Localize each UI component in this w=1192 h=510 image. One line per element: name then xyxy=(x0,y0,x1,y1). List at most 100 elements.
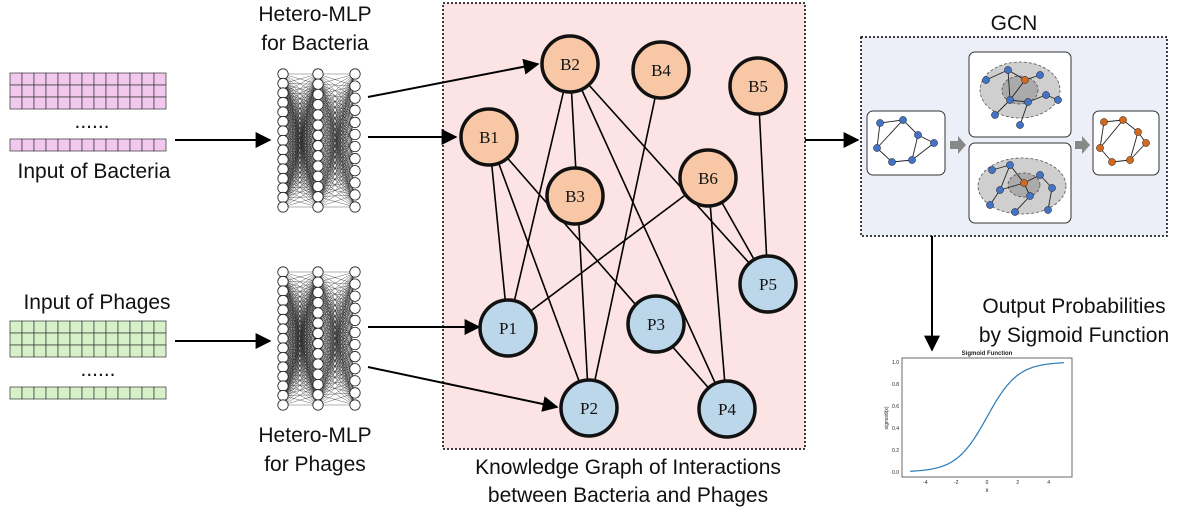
mlp-connection xyxy=(282,347,319,375)
mlp-neuron xyxy=(312,327,324,339)
mlp-neuron xyxy=(312,180,324,193)
mlp-connection xyxy=(317,394,356,406)
gcn-edge xyxy=(999,164,1011,191)
bacteria-input-cell xyxy=(93,84,107,98)
mlp-connection xyxy=(282,312,319,406)
mlp-connection xyxy=(317,86,356,177)
phages-input-cell xyxy=(93,344,107,358)
mlp-connection xyxy=(282,121,319,167)
mlp-connection xyxy=(282,357,319,406)
mlp-connection xyxy=(282,92,319,177)
mlp-connection xyxy=(317,73,356,116)
mlp-connection xyxy=(282,73,319,132)
mlp-neuron xyxy=(277,172,289,185)
phages-mlp-network xyxy=(277,266,361,411)
mlp-connection xyxy=(282,338,319,395)
mlp-connection xyxy=(282,357,319,395)
phages-input-cell xyxy=(69,320,83,334)
gcn-edge xyxy=(1009,79,1026,101)
bacteria-input-cell xyxy=(129,72,143,86)
gcn-node xyxy=(1026,192,1034,200)
sigmoid-plot-xlabel: x xyxy=(986,488,989,494)
mlp-connection xyxy=(317,356,356,375)
mlp-connection xyxy=(282,73,319,198)
phages-input-cell xyxy=(93,320,107,334)
mlp-connection xyxy=(282,271,319,320)
mlp-connection xyxy=(282,114,319,122)
bacteria-input-cell xyxy=(33,138,47,152)
mlp-connection xyxy=(317,170,356,177)
mlp-connection xyxy=(282,309,319,375)
mlp-connection xyxy=(282,333,319,358)
bacteria-ellipsis: ...... xyxy=(74,110,109,133)
mlp-connection xyxy=(317,368,356,385)
phages-input-cell xyxy=(153,386,167,400)
mlp-connection xyxy=(317,271,356,324)
mlp-neuron xyxy=(349,375,361,387)
gcn-edge xyxy=(911,134,919,161)
bacteria-input-cell xyxy=(117,96,131,110)
mlp-connection xyxy=(282,309,319,385)
mlp-connection xyxy=(282,159,319,208)
mlp-connection xyxy=(317,110,356,177)
mlp-connection xyxy=(317,110,356,187)
mlp-connection xyxy=(282,73,319,189)
mlp-connection xyxy=(282,196,319,198)
mlp-connection xyxy=(282,178,319,208)
mlp-connection xyxy=(282,176,319,198)
gcn-edge xyxy=(911,142,935,161)
mlp-connection xyxy=(282,149,319,208)
mlp-neuron xyxy=(349,80,361,92)
mlp-connection xyxy=(317,165,356,208)
mlp-connection xyxy=(282,114,319,151)
mlp-connection xyxy=(282,145,319,189)
graph-node-b2: B2 xyxy=(540,34,600,94)
mlp-connection xyxy=(317,384,356,394)
mlp-connection xyxy=(282,328,319,334)
phages-input-cell xyxy=(117,344,131,358)
bacteria-input-cell xyxy=(81,138,95,152)
mlp-connection xyxy=(282,130,319,187)
bacteria-input-cell xyxy=(69,96,83,110)
gcn-node xyxy=(1108,158,1116,166)
phages-input-cell xyxy=(129,320,143,334)
mlp-connection xyxy=(282,159,319,197)
phages-input-cell xyxy=(9,386,23,400)
mlp-neuron xyxy=(349,140,361,153)
mlp-connection xyxy=(282,319,319,354)
gcn-node xyxy=(876,119,884,127)
gcn-node xyxy=(1021,76,1029,84)
mlp-connection xyxy=(317,158,356,167)
bacteria-input-cell xyxy=(117,138,131,152)
mlp-connection xyxy=(282,155,319,170)
mlp-connection xyxy=(282,83,319,167)
bacteria-input-cell xyxy=(153,96,167,110)
mlp-connection xyxy=(317,186,356,208)
graph-node-circle xyxy=(697,379,757,439)
mlp-connection xyxy=(282,176,319,208)
gcn-node xyxy=(1100,118,1108,126)
gcn-edge xyxy=(985,69,1009,81)
mlp-connection xyxy=(282,130,319,136)
mlp-connection xyxy=(282,114,319,132)
bacteria-input-cell xyxy=(117,84,131,98)
phages-input-cell xyxy=(129,332,143,346)
gcn-node xyxy=(1011,208,1019,216)
graph-node-b5: B5 xyxy=(728,56,788,116)
gcn-node xyxy=(982,76,990,84)
mlp-connection xyxy=(282,312,319,349)
mlp-neuron xyxy=(312,119,324,131)
mlp-connection xyxy=(317,134,356,208)
mlp-connection xyxy=(317,344,356,365)
mlp-connection xyxy=(282,395,319,406)
mlp-neuron xyxy=(277,266,289,278)
mlp-connection xyxy=(282,135,319,151)
mlp-connection xyxy=(282,282,319,311)
mlp-connection xyxy=(317,73,356,146)
gcn-node xyxy=(1004,66,1012,74)
mlp-connection xyxy=(282,168,319,197)
gcn-node xyxy=(986,201,994,209)
gcn-neighborhood-graph-bottom xyxy=(977,157,1067,216)
mlp-connection xyxy=(282,353,319,396)
graph-node-p5: P5 xyxy=(738,254,798,314)
